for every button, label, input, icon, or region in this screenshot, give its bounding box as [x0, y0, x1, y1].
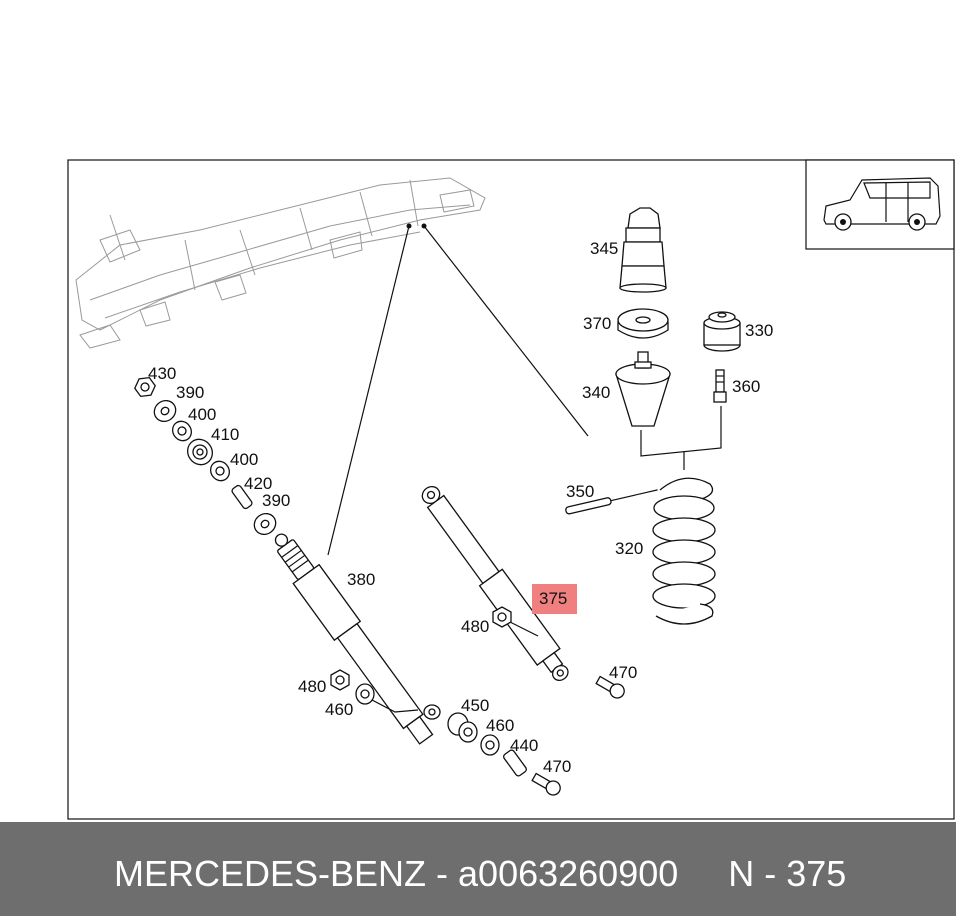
label-400-upper[interactable]: 400: [188, 405, 216, 424]
label-440[interactable]: 440: [510, 736, 538, 755]
label-420[interactable]: 420: [244, 474, 272, 493]
label-460-right[interactable]: 460: [486, 716, 514, 735]
label-430[interactable]: 430: [148, 364, 176, 383]
upper-mount-stack: [134, 376, 277, 536]
label-460-left[interactable]: 460: [325, 700, 353, 719]
bolt-470-right: [595, 675, 625, 699]
label-375[interactable]: 375: [539, 589, 567, 608]
lower-mount-parts: [330, 669, 561, 796]
part-375-highlight: [532, 584, 577, 614]
part-labels: 430 390 400 410 400 420 390 380 480 460 …: [148, 239, 773, 776]
label-480-left[interactable]: 480: [298, 677, 326, 696]
label-380[interactable]: 380: [347, 570, 375, 589]
footer-caption: MERCEDES-BENZ - a0063260900 N - 375: [114, 853, 846, 895]
shock-absorber-375: [421, 485, 569, 681]
brand-part-number: MERCEDES-BENZ - a0063260900: [114, 853, 679, 894]
vehicle-thumbnail: [805, 159, 955, 250]
label-350[interactable]: 350: [566, 482, 594, 501]
shock-absorber-380: [274, 533, 434, 745]
label-450[interactable]: 450: [461, 696, 489, 715]
label-330[interactable]: 330: [745, 321, 773, 340]
mount-leader-lines: [327, 223, 589, 556]
label-400-lower[interactable]: 400: [230, 450, 258, 469]
parts-diagram: 430 390 400 410 400 420 390 380 480 460 …: [67, 159, 955, 820]
label-390-upper[interactable]: 390: [176, 383, 204, 402]
label-345[interactable]: 345: [590, 239, 618, 258]
coil-spring-320: [652, 477, 716, 625]
label-470-right[interactable]: 470: [609, 663, 637, 682]
buffer-330: [703, 311, 741, 352]
label-370[interactable]: 370: [583, 314, 611, 333]
diagram-position-code: N - 375: [728, 853, 847, 894]
diagram-border: [67, 159, 955, 820]
label-410[interactable]: 410: [211, 425, 239, 444]
label-390-lower[interactable]: 390: [262, 491, 290, 510]
label-360[interactable]: 360: [732, 377, 760, 396]
stud-360: [713, 369, 727, 403]
label-470-lower[interactable]: 470: [543, 757, 571, 776]
nut-480-right: [492, 606, 539, 637]
chassis-frame: [75, 177, 486, 349]
footer-bar: [0, 822, 956, 916]
label-320[interactable]: 320: [615, 539, 643, 558]
pin-350: [565, 489, 658, 515]
stack-bracket: [640, 406, 722, 457]
label-340[interactable]: 340: [582, 383, 610, 402]
bump-stop-345: [619, 207, 667, 293]
label-480-right[interactable]: 480: [461, 617, 489, 636]
ring-370: [617, 308, 669, 339]
cone-340: [615, 351, 671, 427]
